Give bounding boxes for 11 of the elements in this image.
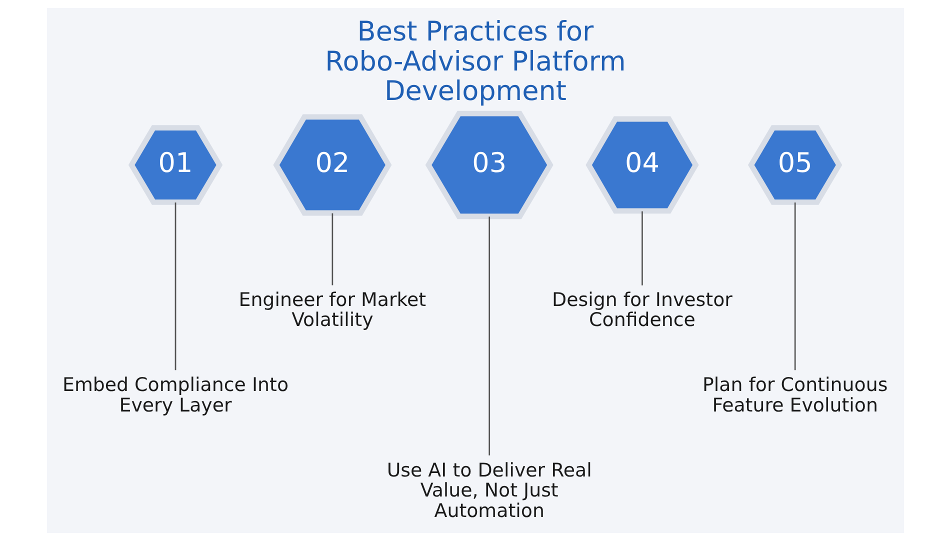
node-text: Embed Compliance Into Every Layer bbox=[62, 374, 288, 416]
connector bbox=[174, 202, 176, 370]
connector bbox=[331, 213, 333, 286]
node-text: Engineer for Market Volatility bbox=[238, 288, 426, 332]
node-text: Use AI to Deliver Real Value, Not Just Automation bbox=[386, 459, 592, 522]
connector bbox=[488, 216, 490, 456]
connector bbox=[641, 211, 642, 286]
connector bbox=[794, 202, 796, 370]
node-text: Design for Investor Confidence bbox=[552, 288, 732, 332]
node-text: Plan for Continuous Feature Evolution bbox=[702, 374, 888, 416]
diagram-title: Best Practices for Robo-Advisor Platform Development bbox=[324, 16, 626, 108]
